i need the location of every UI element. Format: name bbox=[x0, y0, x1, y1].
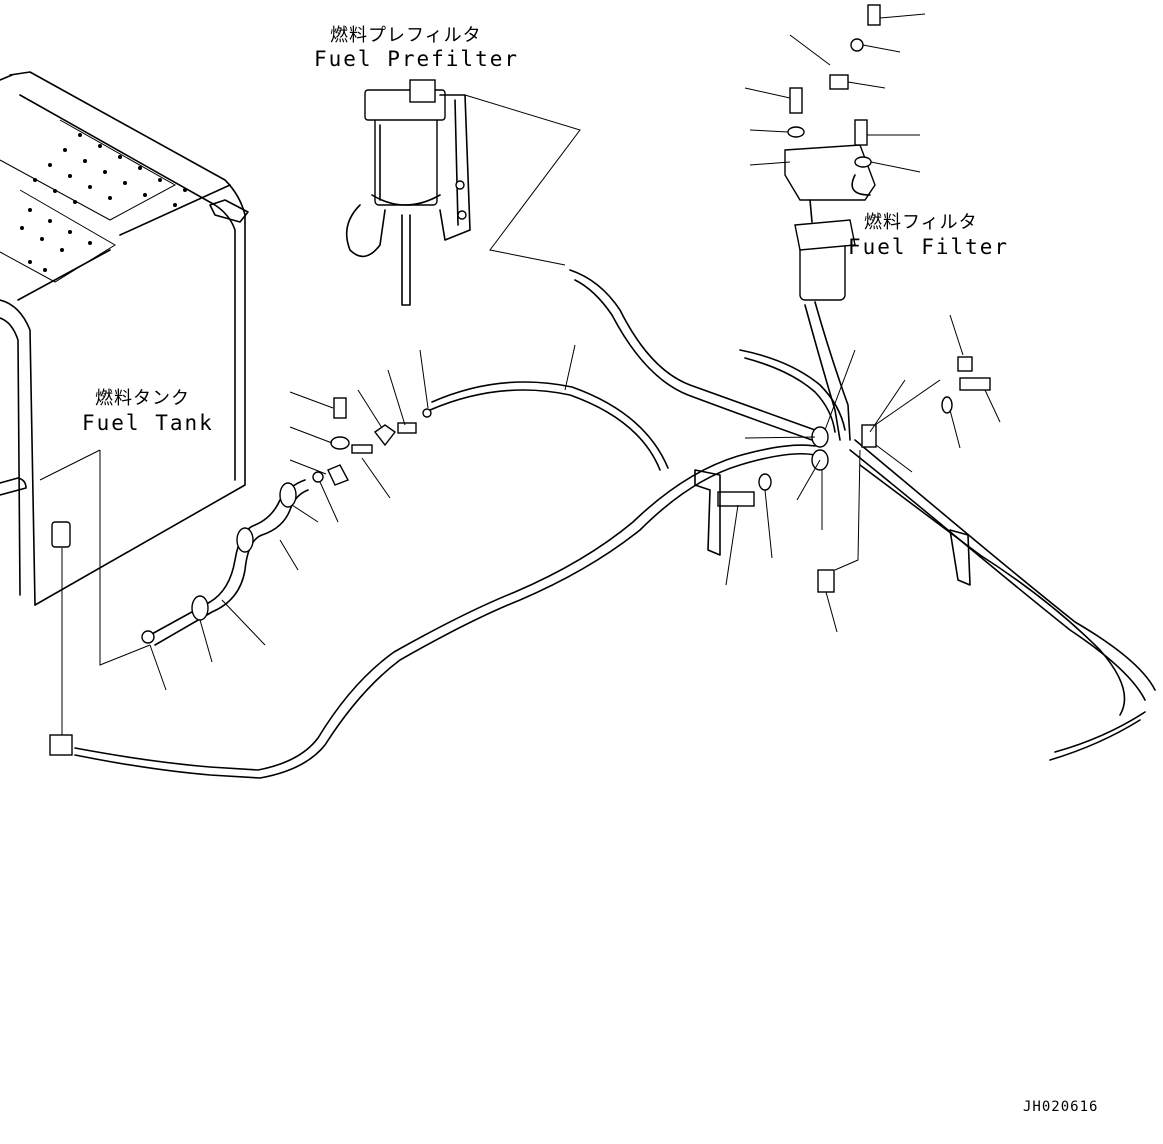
filter-label-jp: 燃料フィルタ bbox=[864, 212, 978, 233]
fuel-hoses bbox=[74, 269, 1156, 779]
center-fittings bbox=[141, 344, 576, 691]
filter-label-en: Fuel Filter bbox=[848, 235, 1010, 259]
fuel-tank bbox=[0, 71, 249, 606]
fuel-prefilter bbox=[345, 79, 581, 306]
tank-label-en: Fuel Tank bbox=[82, 411, 214, 435]
prefilter-label-en: Fuel Prefilter bbox=[314, 47, 520, 71]
right-fittings bbox=[694, 314, 1001, 633]
drawing-code: JH020616 bbox=[1023, 1099, 1099, 1115]
prefilter-label-jp: 燃料プレフィルタ bbox=[330, 25, 482, 46]
tank-panel-rivets bbox=[20, 133, 187, 272]
fuel-filter bbox=[744, 4, 926, 301]
tank-outlet-fitting bbox=[39, 449, 151, 756]
tank-label-jp: 燃料タンク bbox=[95, 388, 190, 409]
